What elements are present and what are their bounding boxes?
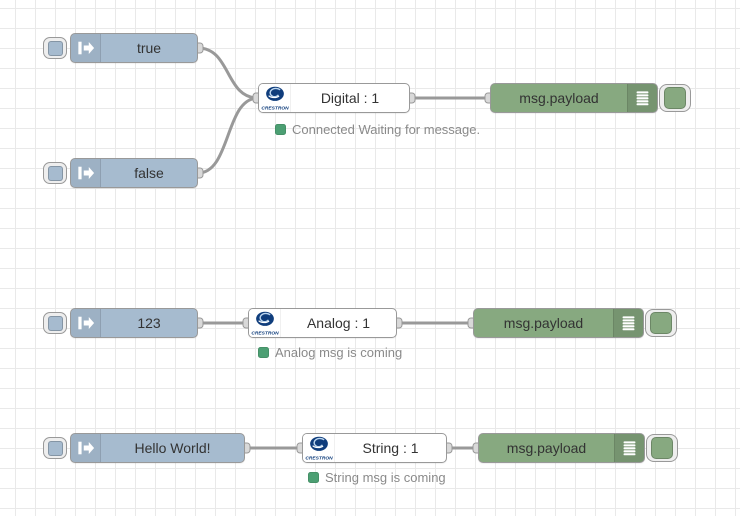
debug-toggle-button[interactable] bbox=[646, 434, 678, 462]
inject-button[interactable] bbox=[43, 162, 67, 184]
wire[interactable] bbox=[196, 46, 260, 100]
inject-button-face bbox=[47, 440, 63, 456]
crestron-digital-node[interactable]: CRESTRON Digital : 1 bbox=[258, 83, 410, 113]
node-status: Connected Waiting for message. bbox=[275, 122, 480, 137]
inject-button-face bbox=[47, 165, 63, 181]
debug-toggle-button[interactable] bbox=[659, 84, 691, 112]
node-label: Hello World! bbox=[134, 440, 211, 456]
node-label: Analog : 1 bbox=[306, 315, 371, 331]
status-text: Analog msg is coming bbox=[275, 345, 403, 360]
inject-true-node[interactable]: true bbox=[70, 33, 198, 63]
debug-analog-node[interactable]: msg.payload bbox=[473, 308, 644, 338]
inject-hello-node[interactable]: Hello World! bbox=[70, 433, 245, 463]
debug-string-node[interactable]: msg.payload bbox=[478, 433, 645, 463]
wire[interactable] bbox=[196, 96, 260, 175]
svg-text:CRESTRON: CRESTRON bbox=[251, 331, 279, 337]
status-dot-icon bbox=[308, 472, 319, 483]
debug-digital-node[interactable]: msg.payload bbox=[490, 83, 658, 113]
crestron-logo-icon: CRESTRON bbox=[303, 434, 335, 462]
debug-toggle-face bbox=[650, 312, 672, 334]
svg-text:CRESTRON: CRESTRON bbox=[261, 106, 289, 112]
node-label: 123 bbox=[137, 315, 161, 331]
node-status: Analog msg is coming bbox=[258, 345, 402, 360]
debug-toggle-face bbox=[651, 437, 673, 459]
status-text: Connected Waiting for message. bbox=[292, 122, 481, 137]
node-label: msg.payload bbox=[506, 440, 587, 456]
inject-button[interactable] bbox=[43, 37, 67, 59]
inject-button[interactable] bbox=[43, 312, 67, 334]
crestron-analog-node[interactable]: CRESTRON Analog : 1 bbox=[248, 308, 397, 338]
node-label: true bbox=[136, 40, 162, 56]
status-text: String msg is coming bbox=[325, 470, 446, 485]
status-dot-icon bbox=[275, 124, 286, 135]
debug-toggle-face bbox=[664, 87, 686, 109]
node-label: Digital : 1 bbox=[320, 90, 380, 106]
node-label: msg.payload bbox=[519, 90, 599, 106]
inject-button[interactable] bbox=[43, 437, 67, 459]
node-label: String : 1 bbox=[362, 440, 419, 456]
node-label: false bbox=[134, 165, 164, 181]
inject-123-node[interactable]: 123 bbox=[70, 308, 198, 338]
inject-arrow-icon bbox=[71, 34, 101, 62]
node-status: String msg is coming bbox=[308, 470, 446, 485]
node-label: msg.payload bbox=[503, 315, 584, 331]
debug-list-icon bbox=[613, 309, 643, 337]
svg-text:CRESTRON: CRESTRON bbox=[305, 456, 333, 462]
inject-false-node[interactable]: false bbox=[70, 158, 198, 188]
crestron-logo-icon: CRESTRON bbox=[249, 309, 281, 337]
inject-button-face bbox=[47, 315, 63, 331]
debug-list-icon bbox=[627, 84, 657, 112]
inject-arrow-icon bbox=[71, 434, 101, 462]
crestron-logo-icon: CRESTRON bbox=[259, 84, 291, 112]
inject-button-face bbox=[47, 40, 63, 56]
debug-list-icon bbox=[614, 434, 644, 462]
inject-arrow-icon bbox=[71, 159, 101, 187]
status-dot-icon bbox=[258, 347, 269, 358]
inject-arrow-icon bbox=[71, 309, 101, 337]
crestron-string-node[interactable]: CRESTRON String : 1 bbox=[302, 433, 447, 463]
debug-toggle-button[interactable] bbox=[645, 309, 677, 337]
